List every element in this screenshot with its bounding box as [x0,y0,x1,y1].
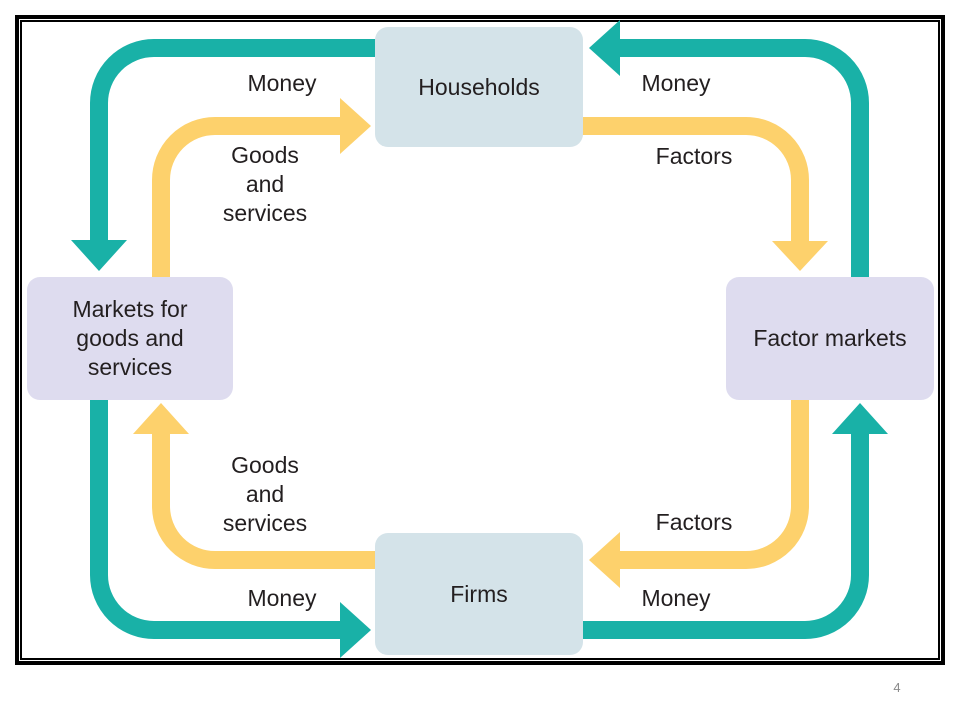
goods-markets-label-line: Markets for [72,296,188,322]
factor-markets-label: Factor markets [753,325,907,351]
money-label: Money [641,70,711,96]
label-line: services [222,510,308,536]
arrow-line [578,432,869,639]
arrowhead [589,20,620,76]
arrow-line [618,395,809,569]
factors-flow-households-to-factor-markets [578,117,828,271]
factor-markets-node: Factor markets [726,277,934,400]
firms-label: Firms [450,580,508,607]
money-label: Money [247,585,317,611]
label-line: and [245,171,285,197]
money-label: Money [247,70,317,96]
arrowhead [340,98,371,154]
arrowhead [832,403,888,434]
money-flow-goods-markets-to-firms [90,395,371,658]
money-flow-factor-markets-to-households [589,20,869,282]
arrowhead [133,403,189,434]
arrow-line [152,117,342,282]
goods-markets-node: Markets for goods and services [27,277,233,400]
arrow-line [90,395,342,639]
factors-label: Factors [655,143,733,169]
firms-node: Firms [375,533,583,655]
arrowhead [71,240,127,271]
goods-flow-goods-markets-to-households [152,98,371,282]
money-label: Money [641,585,711,611]
label-line: services [222,200,308,226]
page-number: 4 [893,680,901,695]
goods-flow-firms-to-goods-markets [133,403,380,569]
arrowhead [589,532,620,588]
goods-markets-label-line: goods and [76,325,184,351]
arrow-line [578,117,809,243]
label-line: Goods [231,142,299,168]
arrow-line [618,39,869,282]
arrowhead [340,602,371,658]
money-flow-households-to-goods-markets [71,39,380,271]
households-label: Households [418,73,540,100]
label-line: and [245,481,285,507]
label-line: Goods [231,452,299,478]
goods-markets-label-line: services [87,354,173,380]
goods-and-services-label: Goods and services [195,451,335,538]
factors-label: Factors [655,509,733,535]
arrowhead [772,241,828,271]
factors-flow-factor-markets-to-firms [589,395,809,588]
arrow-line [152,432,380,569]
arrow-line [90,39,380,242]
households-node: Households [375,27,583,147]
goods-and-services-label: Goods and services [195,141,335,228]
money-flow-firms-to-factor-markets [578,403,888,639]
slide-frame [15,15,945,665]
